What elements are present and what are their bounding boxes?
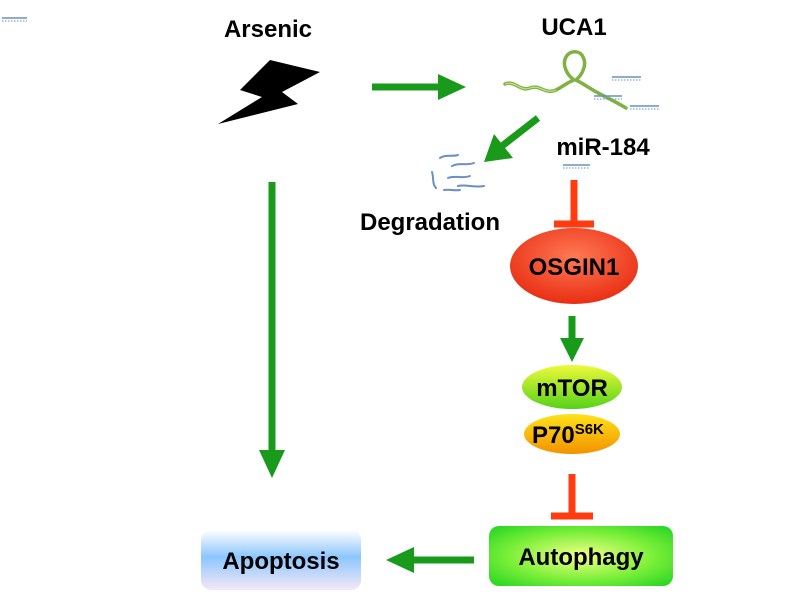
- mtor-label: mTOR: [536, 375, 608, 402]
- mir184-strand-icon: [563, 164, 590, 169]
- p70-text: P70: [532, 422, 575, 449]
- osgin1-label: OSGIN1: [529, 254, 620, 281]
- autophagy-label: Autophagy: [518, 544, 644, 571]
- mir184-label: miR-184: [556, 134, 650, 161]
- arrow-osgin1-to-mtor: [560, 316, 584, 362]
- p70s6k-label: P70S6K: [532, 421, 604, 449]
- p70s6k-node: [524, 414, 620, 454]
- p70-superscript: S6K: [575, 421, 604, 438]
- mirna-bound-2: [594, 95, 622, 100]
- mirna-marker-corner: [2, 17, 27, 22]
- degraded-rna-fragments-icon: [431, 154, 485, 192]
- mirna-bound-3: [630, 105, 659, 110]
- apoptosis-label: Apoptosis: [222, 548, 339, 575]
- lightning-bolt-icon: [218, 60, 320, 124]
- osgin1-node: [510, 228, 638, 304]
- arrow-uca1-to-degradation: [484, 115, 541, 162]
- arrow-arsenic-to-uca1: [372, 74, 466, 100]
- apoptosis-node: [201, 530, 361, 590]
- mtor-node: [522, 365, 622, 409]
- autophagy-node: [489, 526, 673, 586]
- arrow-arsenic-to-apoptosis: [259, 182, 285, 478]
- arrow-autophagy-to-apoptosis: [386, 547, 474, 573]
- arsenic-label: Arsenic: [224, 16, 312, 43]
- inhibition-mir184-to-osgin1: [554, 180, 594, 228]
- inhibition-p70-to-autophagy: [551, 474, 593, 520]
- uca1-rna-strand: [503, 50, 628, 110]
- mirna-bound-1: [612, 76, 641, 81]
- degradation-label: Degradation: [360, 209, 500, 236]
- uca1-label: UCA1: [541, 14, 606, 41]
